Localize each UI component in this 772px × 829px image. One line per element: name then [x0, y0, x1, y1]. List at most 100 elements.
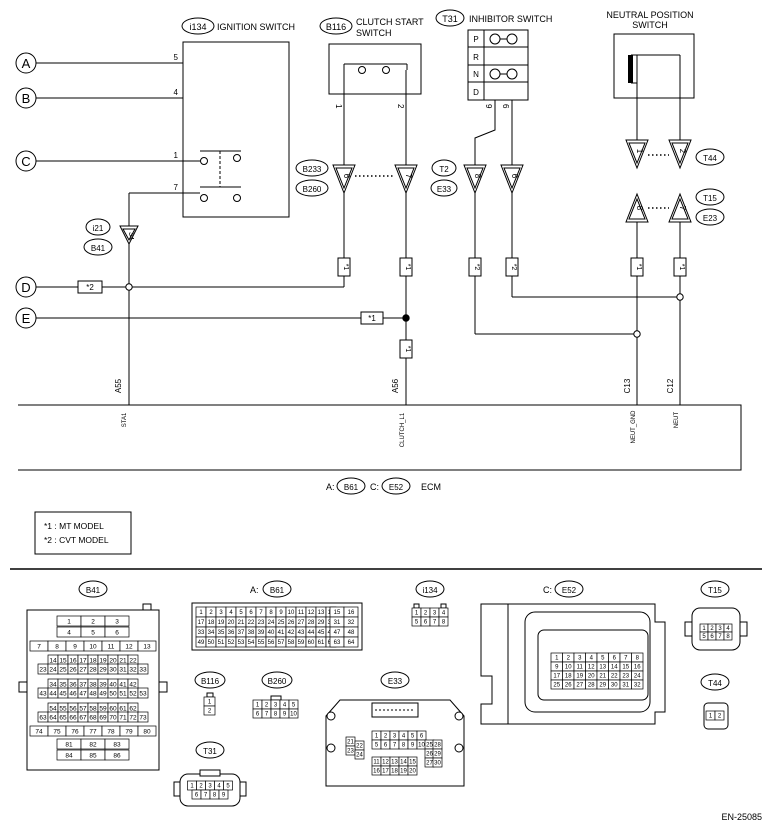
pin-number: 13 [599, 665, 606, 671]
pin-number: 16 [373, 769, 380, 775]
pin-number: 63 [39, 714, 47, 721]
svg-text:NEUT: NEUT [674, 412, 680, 429]
pin-number: 14 [611, 665, 618, 671]
pin-number: 39 [258, 630, 265, 636]
pin-number: 28 [308, 620, 315, 626]
svg-text:6: 6 [342, 174, 351, 179]
pin-number: 19 [400, 769, 407, 775]
pin-number: 81 [65, 741, 73, 748]
pin-number: 17 [382, 769, 389, 775]
pin-number: 50 [109, 690, 117, 697]
pin-number: 4 [229, 610, 233, 616]
svg-text:*1: *1 [678, 264, 685, 271]
pin-cell [137, 663, 149, 675]
pin-number: 49 [198, 640, 205, 646]
svg-text:B116: B116 [201, 677, 220, 686]
pin-number: 12 [125, 643, 133, 650]
pin-number: 46 [69, 690, 77, 697]
terminal-a: A [15, 52, 37, 74]
ecm-caption: A: B61 C: E52 ECM [326, 477, 441, 495]
pin-number: 2 [199, 784, 203, 790]
pin-number: 9 [279, 610, 283, 616]
pin-number: 17 [553, 674, 560, 680]
pin-number: 3 [393, 734, 397, 740]
pin-number: 31 [622, 683, 629, 689]
pin-number: 64 [49, 714, 57, 721]
pin-number: 66 [69, 714, 77, 721]
pin-number: 58 [89, 705, 97, 712]
svg-text:E52: E52 [389, 483, 404, 492]
pin-cell [104, 738, 130, 750]
svg-text:R: R [473, 53, 479, 62]
pin-number: 6 [424, 620, 428, 626]
pin-number: 38 [89, 681, 97, 688]
pin-number: 16 [348, 610, 355, 616]
cvt-mark-inhibitor-2: *2 [505, 257, 519, 277]
pin-number: 7 [37, 643, 41, 650]
pin-number: 60 [308, 640, 315, 646]
mt-mark-neutral-1: *1 [630, 257, 644, 277]
b61-pin-grid: 1234567891011121314171819202122232425262… [195, 606, 359, 648]
connector-view-b116: B116 12 [194, 671, 226, 716]
pin-number: 29 [599, 683, 606, 689]
pin-number: 4 [217, 784, 221, 790]
pin-number: 20 [109, 657, 117, 664]
pin-number: 9 [555, 665, 559, 671]
pin-number: 79 [125, 728, 133, 735]
svg-text:T2: T2 [439, 165, 449, 174]
svg-text:B116: B116 [326, 22, 346, 32]
svg-text:P: P [473, 35, 478, 44]
pin-number: 20 [409, 769, 416, 775]
pin-number: 6 [384, 743, 388, 749]
svg-text:7: 7 [678, 206, 687, 211]
pin-cell [438, 616, 449, 627]
pin-number: 47 [79, 690, 87, 697]
pin-cell [104, 615, 130, 627]
pin-number: 16 [634, 665, 641, 671]
pin-number: 30 [109, 666, 117, 673]
svg-text:*1 : MT MODEL: *1 : MT MODEL [44, 521, 104, 531]
pin-number: 10 [418, 743, 425, 749]
pin-number: 8 [636, 656, 640, 662]
pin-number: 13 [143, 643, 151, 650]
pin-number: 2 [209, 610, 213, 616]
pin-number: 9 [222, 793, 226, 799]
pin-number: 27 [298, 620, 305, 626]
pin-number: 22 [248, 620, 255, 626]
pin-number: 8 [269, 610, 273, 616]
pin-number: 5 [91, 629, 95, 636]
pin-number: 10 [288, 610, 295, 616]
svg-text:*2 : CVT MODEL: *2 : CVT MODEL [44, 535, 109, 545]
svg-text:C:: C: [543, 585, 552, 595]
pin-number: 1 [709, 714, 713, 720]
pin-cell [354, 749, 365, 760]
pin-number: 54 [49, 705, 57, 712]
svg-text:2: 2 [396, 104, 405, 109]
pin-number: 5 [415, 620, 419, 626]
svg-text:T15: T15 [708, 586, 722, 595]
pin-number: 74 [35, 728, 43, 735]
pin-number: 50 [208, 640, 215, 646]
pin-cell [104, 626, 130, 638]
pin-number: 1 [415, 611, 419, 617]
svg-text:ECM: ECM [421, 482, 441, 492]
connector-view-b61: A: B61 123456789101112131417181920212223… [191, 580, 363, 651]
pin-number: 8 [442, 620, 446, 626]
junction-node-e [402, 314, 410, 322]
pin-number: 23 [622, 674, 629, 680]
pin-number: 4 [402, 734, 406, 740]
svg-text:T15: T15 [703, 194, 717, 203]
terminal-e: E [15, 307, 37, 329]
svg-text:T44: T44 [703, 154, 717, 163]
pin-number: 15 [622, 665, 629, 671]
svg-text:C:: C: [370, 482, 379, 492]
clutch-start-switch: B116 CLUTCH START SWITCH 1 2 [319, 17, 424, 109]
pin-number: 3 [274, 703, 278, 709]
pin-number: 11 [108, 643, 115, 650]
pin-number: 73 [139, 714, 147, 721]
svg-text:1: 1 [635, 149, 644, 154]
